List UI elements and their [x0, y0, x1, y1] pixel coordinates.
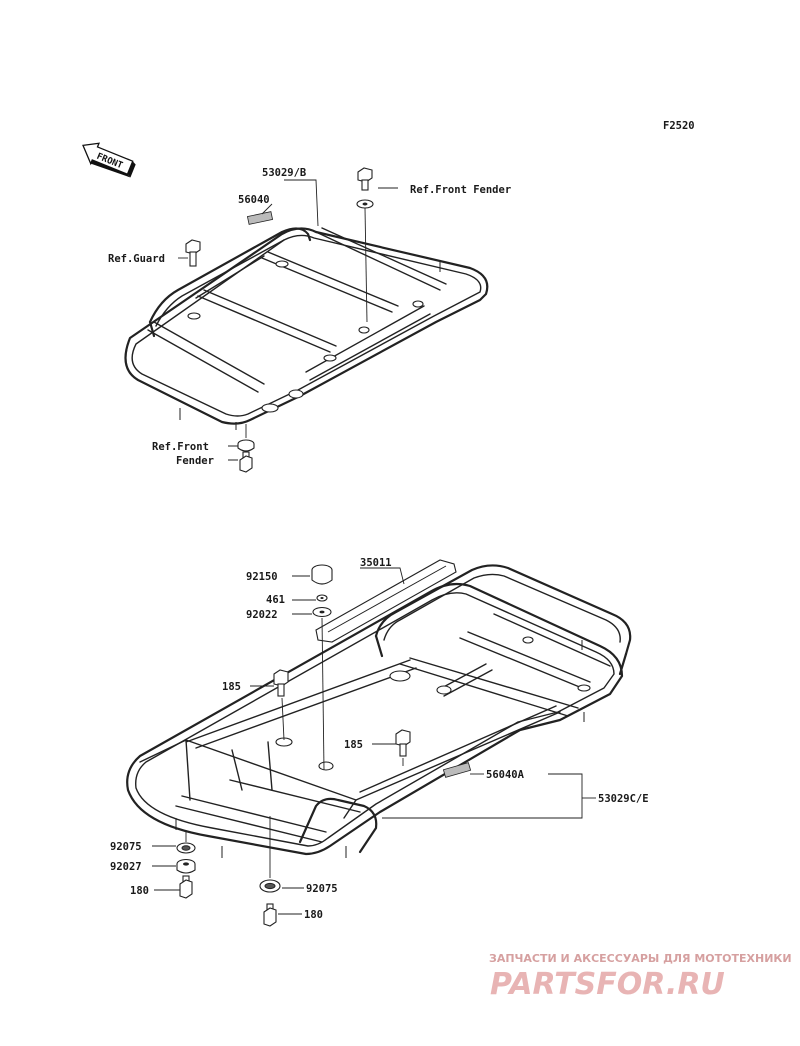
watermark-tagline: ЗАПЧАСТИ И АКСЕССУАРЫ ДЛЯ МОТОТЕХНИКИ [489, 952, 792, 965]
rear-carrier-frame [126, 564, 632, 858]
label-92027: 92027 [110, 861, 142, 873]
washer-92022 [312, 606, 332, 618]
label-53029c-e: 53029C/E [598, 793, 649, 805]
label-35011: 35011 [360, 557, 392, 569]
nut-461 [316, 594, 328, 602]
label-56040a-icon [442, 762, 472, 778]
label-56040a: 56040A [486, 769, 525, 781]
cap-92150 [311, 564, 333, 585]
bolt-185-left [273, 669, 289, 697]
label-56040: 56040 [238, 194, 270, 206]
ref-guard: Ref.Guard [108, 253, 165, 265]
ref-front-fender-bottom-2: Fender [176, 455, 214, 467]
label-461: 461 [266, 594, 285, 606]
label-92075-left: 92075 [110, 841, 142, 853]
label-180-left: 180 [130, 885, 149, 897]
label-185-right: 185 [344, 739, 363, 751]
label-92075-right: 92075 [306, 883, 338, 895]
bolt-180-left [179, 875, 193, 899]
damper-92075-left [176, 842, 196, 854]
label-53029-b: 53029/B [262, 167, 306, 179]
figure-code: F2520 [663, 120, 695, 132]
front-carrier-frame [124, 227, 489, 430]
bolt-185-right [395, 729, 411, 757]
label-92150: 92150 [246, 571, 278, 583]
guard-bolt [185, 239, 201, 267]
bolt-180-right [263, 903, 277, 927]
label-180-right: 180 [304, 909, 323, 921]
rear-stay [315, 559, 457, 643]
front-fender-bolt-bottom [237, 439, 255, 473]
label-185-left: 185 [222, 681, 241, 693]
label-56040-icon [246, 211, 274, 225]
label-92022: 92022 [246, 609, 278, 621]
front-fender-bolt-top [356, 167, 374, 209]
front-arrow-icon: FRONT [82, 142, 136, 178]
watermark-logo: PARTSFOR.RU [490, 967, 725, 1002]
ref-front-fender-top: Ref.Front Fender [410, 184, 511, 196]
ref-front-fender-bottom-1: Ref.Front [152, 441, 209, 453]
damper-92075-right [259, 879, 281, 893]
collar-92027 [176, 858, 196, 874]
